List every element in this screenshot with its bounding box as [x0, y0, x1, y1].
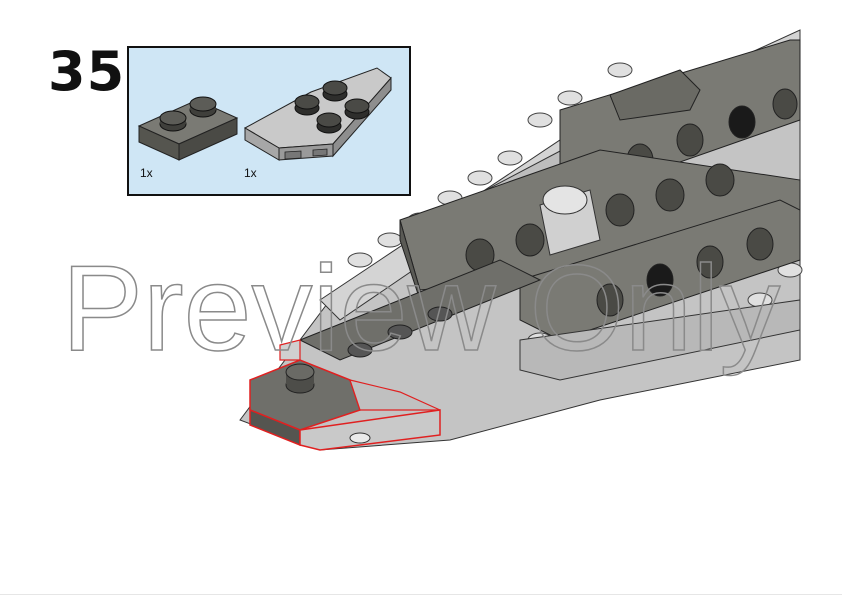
page-divider [0, 594, 842, 595]
